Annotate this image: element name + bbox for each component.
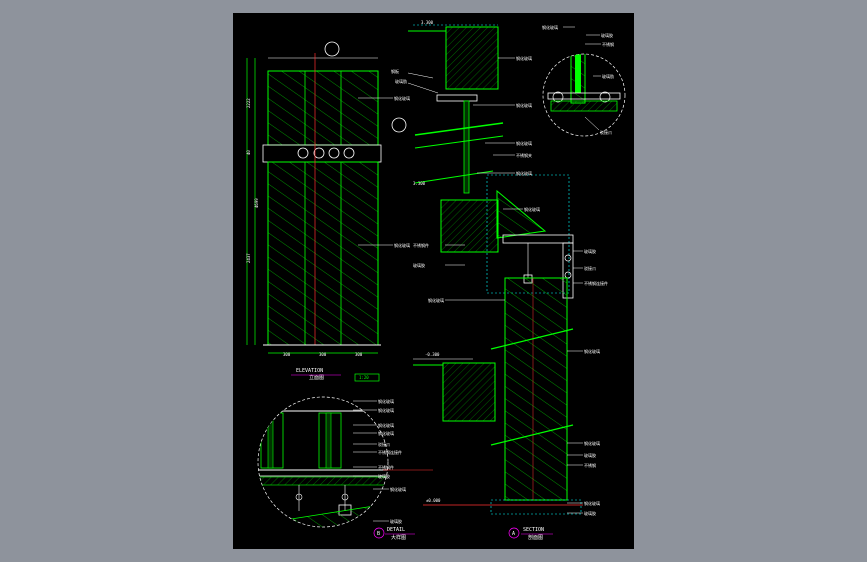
section-label: 钢化玻璃 bbox=[516, 102, 532, 108]
detail-circle-top: 钢化玻璃 玻璃胶 不锈钢 玻璃肋 驳接爪 bbox=[542, 24, 626, 137]
detail-label: 驳接爪 bbox=[378, 441, 390, 447]
dim-left: 40 bbox=[246, 150, 251, 155]
dim-bottom: 300 bbox=[283, 352, 291, 357]
cad-drawing: 300 300 300 2222 40 2437 4699 钢化玻璃 钢化玻璃 … bbox=[246, 20, 626, 541]
concrete-slab-low bbox=[442, 362, 496, 422]
detail-title: DETAIL bbox=[387, 527, 405, 533]
detail-number: B bbox=[377, 531, 380, 537]
section-label: 不锈钢 bbox=[584, 462, 596, 468]
dim-bottom: 300 bbox=[319, 352, 327, 357]
section-label: 钢化玻璃 bbox=[584, 500, 600, 506]
scale-tag bbox=[354, 373, 380, 382]
section-label: 钢化玻璃 bbox=[516, 140, 532, 146]
section-label: 不锈钢件 bbox=[413, 242, 429, 248]
section-subtitle: 剖面图 bbox=[528, 534, 543, 541]
section-label: 钢化玻璃 bbox=[584, 440, 600, 446]
section-label: 玻璃肋 bbox=[395, 78, 407, 84]
level-mark: -0.300 bbox=[425, 352, 440, 357]
detail-label: 钢化玻璃 bbox=[390, 486, 406, 492]
detail-subtitle: 大样图 bbox=[391, 534, 406, 541]
callout-label: 钢化玻璃 bbox=[394, 95, 410, 101]
axis-bubble bbox=[324, 41, 340, 57]
callout-label: 钢化玻璃 bbox=[394, 242, 410, 248]
glass-fin bbox=[463, 100, 470, 194]
drawing-sheet: 300 300 300 2222 40 2437 4699 钢化玻璃 钢化玻璃 … bbox=[233, 13, 634, 549]
detail-label: 钢化玻璃 bbox=[378, 407, 394, 413]
section-label: 玻璃胶 bbox=[584, 248, 596, 254]
scale-tag-text: 1:20 bbox=[359, 375, 369, 380]
detail-label: 钢化玻璃 bbox=[378, 430, 394, 436]
dim-left: 2222 bbox=[246, 98, 251, 108]
glass-fin-fittings bbox=[297, 147, 355, 159]
detail-label: 不锈钢件 bbox=[378, 464, 394, 470]
elevation-title: ELEVATION bbox=[296, 368, 323, 374]
section-label: 不锈钢夹 bbox=[516, 152, 532, 158]
section-label: 钢化玻璃 bbox=[516, 170, 532, 176]
detail-label: 玻璃胶 bbox=[378, 473, 390, 479]
dim-bottom: 300 bbox=[355, 352, 363, 357]
concrete-slab-top bbox=[445, 26, 499, 90]
section-label: 驳接爪 bbox=[584, 265, 596, 271]
detail-label: 钢化玻璃 bbox=[378, 398, 394, 404]
section-label: 钢化玻璃 bbox=[524, 206, 540, 212]
detail-label: 玻璃胶 bbox=[390, 518, 402, 524]
level-mark: ±0.000 bbox=[426, 498, 441, 503]
section-label: 玻璃胶 bbox=[584, 510, 596, 516]
dim-left: 2437 bbox=[246, 253, 251, 263]
section-callouts bbox=[407, 57, 583, 514]
level-mark: 3.300 bbox=[421, 20, 434, 25]
detail-top-label: 不锈钢 bbox=[602, 41, 614, 47]
section-label: 玻璃胶 bbox=[413, 262, 425, 268]
detail-top-label: 驳接爪 bbox=[600, 129, 612, 135]
elevation-view: 300 300 300 2222 40 2437 4699 钢化玻璃 钢化玻璃 … bbox=[246, 41, 410, 382]
section-label: 钢化玻璃 bbox=[516, 55, 532, 61]
detail-top-label: 钢化玻璃 bbox=[542, 24, 558, 30]
dim-left: 4699 bbox=[254, 198, 259, 208]
section-label: 不锈钢连接件 bbox=[584, 280, 608, 286]
detail-label: 不锈钢连接件 bbox=[378, 449, 402, 455]
level-mark: 3.300 bbox=[413, 181, 426, 186]
section-number: A bbox=[512, 531, 515, 537]
section-label: 钢化玻璃 bbox=[584, 348, 600, 354]
detail-top-label: 玻璃肋 bbox=[602, 73, 614, 79]
axis-bubble bbox=[391, 117, 407, 133]
elevation-subtitle: 立面图 bbox=[309, 374, 324, 381]
section-view: 3.300 3.300 -0.300 ±0.000 A SECTION 剖面图 bbox=[391, 20, 608, 541]
glass-panel-section bbox=[504, 277, 568, 501]
section-label: 钢板 bbox=[391, 68, 399, 74]
elevation-callouts: 钢化玻璃 钢化玻璃 bbox=[358, 95, 410, 248]
section-label: 玻璃胶 bbox=[584, 452, 596, 458]
concrete-slab-mid bbox=[440, 199, 499, 253]
section-label: 钢化玻璃 bbox=[428, 297, 444, 303]
detail-top-label: 玻璃胶 bbox=[601, 32, 613, 38]
detail-label: 钢化玻璃 bbox=[378, 422, 394, 428]
section-title: SECTION bbox=[523, 527, 544, 533]
detail-view: 钢化玻璃 钢化玻璃 钢化玻璃 钢化玻璃 驳接爪 不锈钢连接件 不锈钢件 玻璃胶 … bbox=[257, 396, 433, 541]
